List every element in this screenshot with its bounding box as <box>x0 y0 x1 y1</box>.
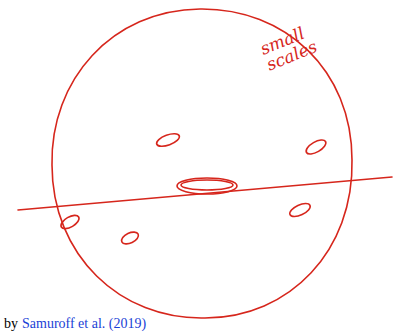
galaxy <box>120 230 141 247</box>
central-galaxy <box>177 178 237 194</box>
galaxy <box>59 213 81 232</box>
sky-circle <box>52 9 352 318</box>
citation: by Samuroff et al. (2019) <box>4 316 146 332</box>
galaxy <box>155 131 181 149</box>
citation-link: Samuroff et al. (2019) <box>22 316 146 331</box>
galaxy <box>304 137 328 157</box>
handwritten-note: small scales <box>258 18 330 73</box>
citation-text: by <box>4 316 18 331</box>
galaxy <box>288 201 312 219</box>
horizon-line <box>18 177 392 210</box>
central-galaxy <box>181 180 233 190</box>
